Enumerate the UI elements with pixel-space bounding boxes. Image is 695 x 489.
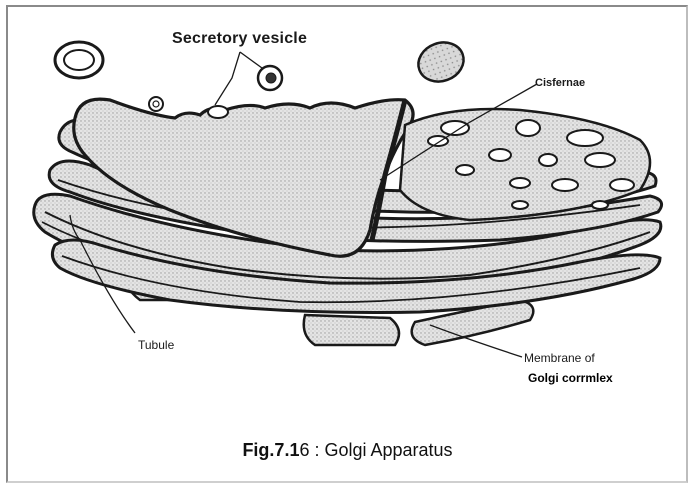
tubule-label: Tubule bbox=[138, 338, 174, 352]
figure-title: : Golgi Apparatus bbox=[309, 440, 452, 460]
secretory-vesicle-label: Secretory vesicle bbox=[172, 30, 307, 48]
figure-number: Fig.7.1 bbox=[242, 440, 299, 460]
membrane-label: Membrane of bbox=[524, 351, 595, 365]
figure-number-suffix: 6 bbox=[299, 440, 309, 460]
cisternae-label: Cisfernae bbox=[535, 77, 585, 89]
figure-caption: Fig.7.16 : Golgi Apparatus bbox=[0, 440, 695, 461]
golgi-complex-label: Golgi corrmlex bbox=[528, 371, 613, 385]
